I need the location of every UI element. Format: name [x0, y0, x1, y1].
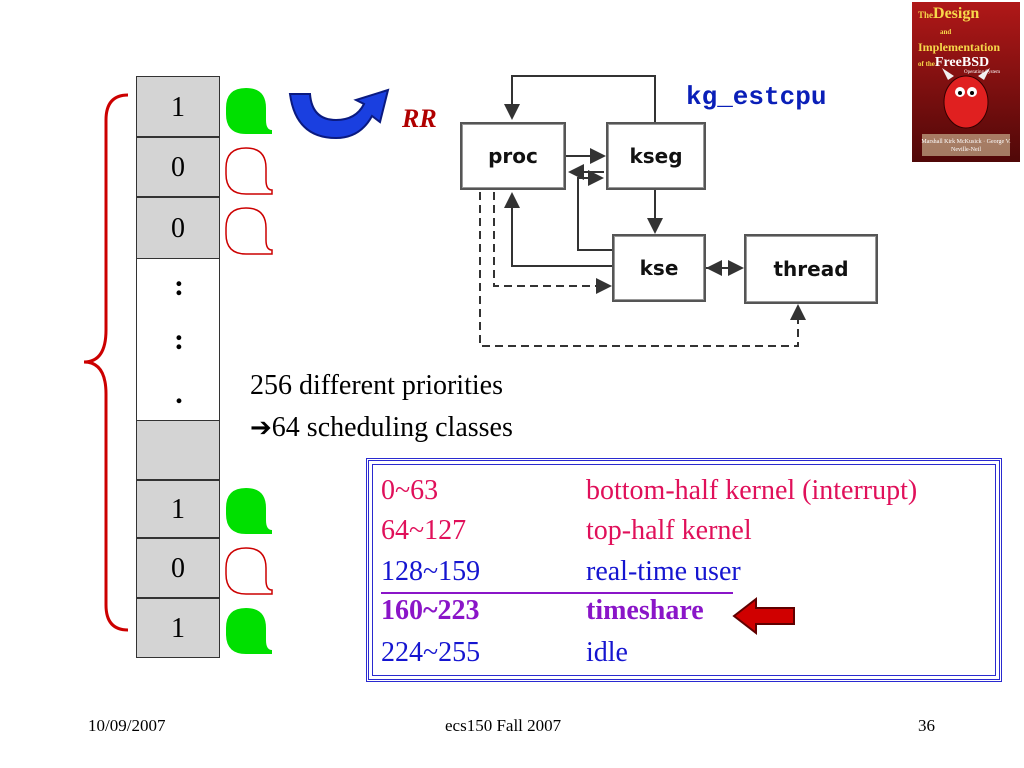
priority-brace: [83, 93, 129, 632]
queue-cell: 0: [136, 538, 220, 598]
structure-connectors: [479, 75, 806, 347]
footer-date: 10/09/2007: [88, 716, 166, 735]
book-title-line: Design: [933, 5, 980, 22]
ellipsis-period: .: [175, 377, 183, 410]
book-title: TheDesign and Implementation of theFreeB…: [918, 6, 1018, 72]
class-range: 0~63: [381, 475, 439, 506]
book-title-line: Implementation: [918, 40, 1000, 54]
class-name: bottom-half kernel (interrupt): [586, 475, 918, 506]
classes-text: 64 scheduling classes: [271, 412, 513, 443]
ellipsis-colon: :: [174, 269, 184, 302]
book-authors: Marshall Kirk McKusick · George V. Nevil…: [921, 139, 1011, 153]
queue-cell: [136, 420, 220, 480]
book-title-line: The: [918, 10, 934, 20]
queue-cell: 0: [136, 197, 220, 259]
book-subtitle: Operating System: [964, 70, 1000, 75]
rr-label: RR: [402, 104, 437, 133]
queue-nonempty-icon: [226, 88, 272, 134]
thread-box: thread: [744, 234, 878, 304]
proc-box: proc: [460, 122, 566, 190]
queue-cell: 1: [136, 598, 220, 658]
class-range: 128~159: [381, 556, 481, 587]
book-title-line: FreeBSD: [934, 55, 990, 70]
queue-cell: 0: [136, 137, 220, 197]
book-title-line: of the: [918, 60, 935, 68]
timeshare-pointer-arrow-icon: [732, 596, 795, 636]
class-range: 160~223: [381, 595, 480, 626]
round-robin-arrow-icon: [288, 88, 390, 140]
kseg-box: kseg: [606, 122, 706, 190]
scheduling-class-table: 0~63 bottom-half kernel (interrupt) 64~1…: [366, 458, 1002, 682]
queue-empty-icon: [225, 147, 273, 195]
classes-line: ➔64 scheduling classes: [250, 408, 513, 448]
footer-page-number: 36: [918, 716, 935, 735]
class-name: timeshare: [586, 595, 704, 626]
queue-cell: 1: [136, 480, 220, 538]
ellipsis-colon: :: [174, 323, 184, 356]
priorities-line: 256 different priorities: [250, 370, 503, 401]
book-cover-image: TheDesign and Implementation of theFreeB…: [912, 2, 1020, 162]
footer-course: ecs150 Fall 2007: [445, 716, 562, 735]
class-name: top-half kernel: [586, 515, 752, 546]
queue-ellipsis: : : .: [136, 259, 220, 420]
class-range: 64~127: [381, 515, 467, 546]
queue-empty-icon: [225, 207, 273, 255]
queue-nonempty-icon: [226, 608, 272, 654]
class-name: real-time user: [586, 556, 741, 587]
class-range: 224~255: [381, 637, 481, 668]
queue-empty-icon: [225, 547, 273, 595]
class-name: idle: [586, 637, 628, 668]
right-arrow-icon: ➔: [250, 413, 272, 443]
book-title-line: and: [940, 28, 952, 36]
class-row-highlighted: 160~223 timeshare: [381, 592, 733, 626]
kg-estcpu-label: kg_estcpu: [686, 82, 827, 112]
kse-box: kse: [612, 234, 706, 302]
queue-cell: 1: [136, 76, 220, 137]
queue-nonempty-icon: [226, 488, 272, 534]
